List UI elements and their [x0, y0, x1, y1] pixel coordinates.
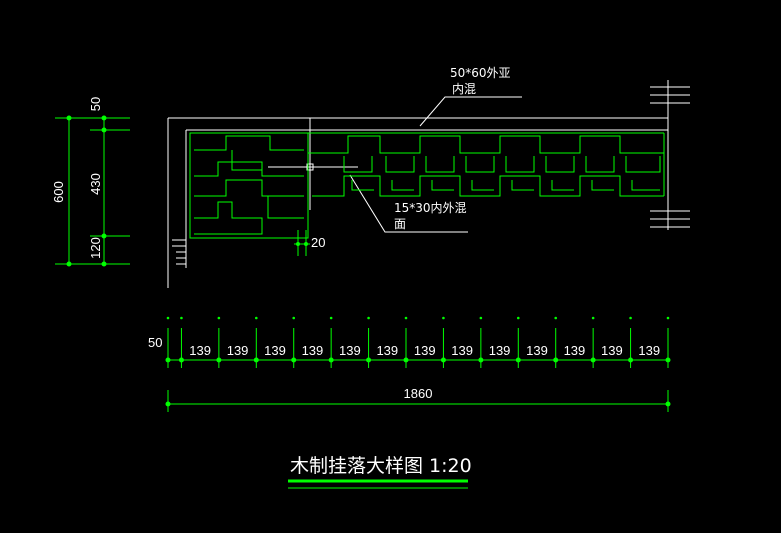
drawing-title: 木制挂落大样图 1:20: [290, 455, 472, 477]
dim-bottom-segment: 139: [189, 343, 211, 358]
extension-dot: [329, 316, 333, 320]
dim-bottom-segment: 139: [414, 343, 436, 358]
dim-left-top: 50: [88, 97, 103, 111]
dim-bottom-start: 50: [148, 335, 162, 350]
bottom-tick-dot: [165, 357, 171, 363]
dim-bottom-segment: 139: [264, 343, 286, 358]
extension-dot: [516, 316, 520, 320]
left-dimensions: [55, 115, 130, 267]
bottom-tick-dot: [440, 357, 446, 363]
extension-dot: [166, 316, 170, 320]
extension-dot: [591, 316, 595, 320]
dim-bottom-total: 1860: [404, 386, 433, 401]
dim-bottom-segment: 139: [601, 343, 623, 358]
mid-note-line1: 15*30内外混: [394, 201, 467, 215]
extension-dot: [479, 316, 483, 320]
dim-gap: 20: [311, 235, 325, 250]
bottom-tick-dot: [515, 357, 521, 363]
dim-bottom-segment: 139: [376, 343, 398, 358]
bottom-tick-dot: [253, 357, 259, 363]
dim-bottom-segment: 139: [227, 343, 249, 358]
dim-bottom-segment: 139: [339, 343, 361, 358]
dim-bottom-segment: 139: [302, 343, 324, 358]
extension-dot: [217, 316, 221, 320]
bottom-segment-labels: 139 139 139 139 139 139 139 139 139 139 139 139 139: [189, 343, 660, 358]
dim-bottom-segment: 139: [489, 343, 511, 358]
dim-bottom-segment: 139: [451, 343, 473, 358]
bottom-tick-dot: [178, 357, 184, 363]
frame-outline: [167, 80, 690, 288]
bottom-tick-dot: [665, 357, 671, 363]
bottom-tick-dot: [553, 357, 559, 363]
extension-dot: [404, 316, 408, 320]
fretwork-pattern: [189, 132, 665, 239]
dim-bottom-segment: 139: [526, 343, 548, 358]
top-note-line2: 内混: [452, 82, 476, 96]
extension-dot: [367, 316, 370, 320]
bottom-tick-dot: [291, 357, 297, 363]
gap-dimension: [294, 230, 310, 256]
extension-dot: [292, 316, 296, 320]
bottom-tick-dot: [216, 357, 222, 363]
bottom-tick-dot: [366, 357, 372, 363]
extension-dot: [254, 316, 258, 320]
extension-dot: [666, 316, 670, 320]
dim-left-bottom: 120: [88, 237, 103, 259]
dim-left-middle: 430: [88, 173, 103, 195]
bottom-tick-dot: [478, 357, 484, 363]
bottom-tick-dot: [403, 357, 409, 363]
extension-dot: [629, 316, 632, 320]
dim-bottom-segment: 139: [638, 343, 660, 358]
dim-left-total: 600: [51, 181, 66, 203]
extension-dot: [554, 316, 558, 320]
bottom-tick-dot: [328, 357, 334, 363]
mid-note-line2: 面: [394, 217, 406, 231]
dim-bottom-segment: 139: [564, 343, 586, 358]
bottom-tick-dot: [590, 357, 596, 363]
extension-dot: [442, 316, 445, 320]
extension-dot: [180, 316, 183, 320]
bottom-tick-dot: [628, 357, 634, 363]
top-note-line1: 50*60外亚: [450, 66, 511, 80]
bottom-dimensions: [165, 316, 671, 412]
